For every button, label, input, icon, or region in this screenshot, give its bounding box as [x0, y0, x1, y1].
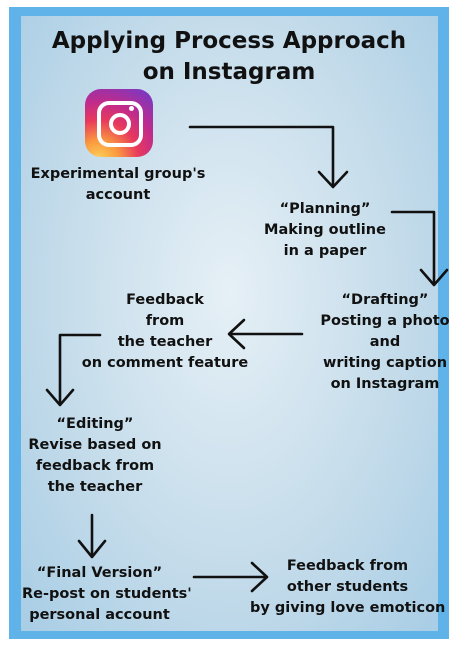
node-line: Making outline: [264, 222, 386, 238]
node-line: in a paper: [283, 243, 367, 259]
node-line: on Instagram: [330, 376, 440, 392]
arrowhead: [250, 561, 269, 593]
node-line: and: [369, 334, 401, 350]
arrowhead: [45, 388, 75, 407]
node-line: Experimental group's: [30, 166, 206, 182]
node-drafting: “Drafting” Posting a photo and writing c…: [315, 290, 455, 395]
node-line: Feedback: [126, 292, 204, 308]
node-line: personal account: [29, 607, 170, 623]
node-line: “Drafting”: [341, 292, 429, 308]
node-line: feedback from: [35, 458, 155, 474]
node-line: “Editing”: [56, 416, 134, 432]
node-line: Posting a photo: [320, 313, 450, 329]
node-line: other students: [286, 579, 409, 595]
node-teacher-feedback: Feedback from the teacher on comment fea…: [80, 290, 250, 374]
node-student-feedback: Feedback from other students by giving l…: [250, 556, 445, 619]
node-line: Revise based on: [28, 437, 162, 453]
arrow-feedback-to-editing: [58, 333, 102, 406]
node-line: Feedback from: [286, 558, 409, 574]
title-line-1: Applying Process Approach: [51, 28, 407, 54]
arrow-planning-to-drafting: [390, 210, 436, 286]
node-line: by giving love emoticon: [250, 600, 446, 616]
arrowhead: [419, 268, 449, 287]
arrow-account-to-planning: [188, 125, 335, 188]
instagram-icon: [85, 89, 153, 157]
node-line: the teacher: [47, 479, 143, 495]
diagram-title: Applying Process Approach on Instagram: [40, 26, 418, 88]
node-line: on comment feature: [81, 355, 249, 371]
node-line: writing caption: [322, 355, 448, 371]
node-editing: “Editing” Revise based on feedback from …: [20, 414, 170, 498]
node-line: “Final Version”: [36, 565, 163, 581]
title-line-2: on Instagram: [142, 59, 316, 85]
node-planning: “Planning” Making outline in a paper: [250, 199, 400, 262]
node-line: “Planning”: [279, 201, 371, 217]
node-line: Re-post on students': [22, 586, 192, 602]
arrowhead: [77, 539, 107, 559]
node-line: from: [145, 313, 185, 329]
node-line: the teacher: [117, 334, 213, 350]
arrowhead: [317, 170, 349, 189]
node-line: account: [85, 187, 151, 203]
node-final-version: “Final Version” Re-post on students' per…: [22, 563, 192, 626]
node-account: Experimental group's account: [28, 164, 208, 206]
arrowhead: [227, 318, 246, 350]
